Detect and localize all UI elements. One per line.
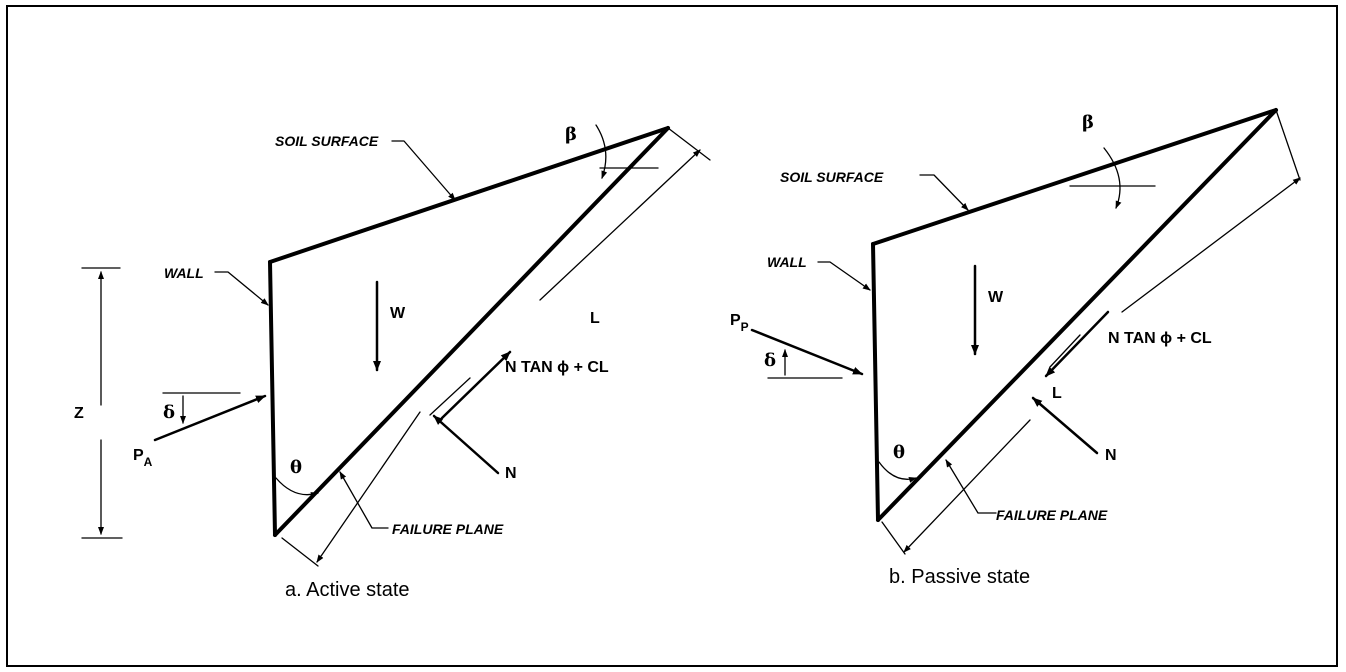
active-soil-surface-leader	[391, 140, 456, 201]
active-shear-shadow	[429, 377, 471, 416]
active-force-label: PA	[133, 447, 153, 469]
active-shear-label: N TAN ϕ + CL	[505, 359, 609, 376]
active-failure-plane-leader	[339, 471, 389, 529]
active-length-label: L	[590, 310, 600, 327]
passive-soil-surface-line	[871, 108, 1278, 246]
active-failure-plane-label: FAILURE PLANE	[392, 521, 504, 537]
active-failure-plane-line	[273, 126, 670, 537]
active-PA-arrow	[153, 394, 267, 442]
active-shear-arrow	[440, 350, 512, 420]
active-theta-arc	[275, 477, 319, 498]
active-caption: a. Active state	[285, 579, 410, 601]
passive-L-ext-top	[1275, 109, 1301, 181]
active-depth-label: Z	[74, 405, 84, 422]
passive-beta-arc	[1103, 147, 1122, 209]
active-wall-leader	[214, 271, 269, 306]
active-state-diagram: SOIL SURFACE WALL W L N TAN ϕ + CL N Z θ…	[74, 124, 711, 601]
figure-border	[6, 5, 1338, 667]
active-L-ext-bottom	[281, 537, 319, 567]
passive-L-dim-lower	[903, 419, 1031, 553]
passive-normal-label: N	[1105, 447, 1117, 464]
active-normal-label: N	[505, 465, 517, 482]
passive-force-label: PP	[730, 312, 749, 334]
active-theta-label: θ	[290, 457, 302, 478]
passive-L-ext-bottom	[881, 521, 906, 555]
active-wall-line	[268, 260, 277, 537]
active-weight-label: W	[390, 305, 406, 322]
active-L-dim-lower	[316, 411, 421, 563]
active-beta-label: β	[565, 124, 577, 145]
active-normal-arrow	[432, 414, 500, 475]
passive-PP-arrow	[750, 328, 864, 376]
passive-normal-arrow	[1031, 396, 1099, 455]
passive-state-diagram: SOIL SURFACE WALL W L N TAN ϕ + CL N θ β…	[730, 108, 1301, 588]
passive-failure-plane-line	[876, 108, 1278, 522]
active-soil-surface-line	[268, 126, 670, 264]
active-wall-label: WALL	[164, 265, 204, 281]
passive-failure-plane-label: FAILURE PLANE	[996, 507, 1108, 523]
passive-theta-label: θ	[893, 442, 905, 463]
passive-shear-arrow	[1044, 310, 1110, 378]
passive-theta-arc	[878, 461, 917, 483]
passive-delta-label: δ	[764, 350, 776, 371]
passive-soil-surface-label: SOIL SURFACE	[780, 169, 884, 185]
passive-length-label: L	[1052, 385, 1062, 402]
passive-shear-label: N TAN ϕ + CL	[1108, 330, 1212, 347]
passive-shear-shadow	[1049, 334, 1081, 368]
active-beta-arc	[595, 124, 608, 179]
active-delta-label: δ	[163, 402, 175, 423]
passive-wall-label: WALL	[767, 254, 807, 270]
passive-caption: b. Passive state	[889, 566, 1030, 588]
passive-failure-plane-leader	[945, 459, 997, 514]
active-L-ext-top	[667, 127, 711, 161]
passive-soil-surface-leader	[919, 174, 969, 211]
active-L-dim-upper	[539, 149, 701, 301]
passive-L-dim-upper	[1121, 177, 1301, 313]
passive-wall-leader	[817, 261, 871, 291]
passive-beta-label: β	[1082, 112, 1094, 133]
active-soil-surface-label: SOIL SURFACE	[275, 133, 379, 149]
passive-wall-line	[871, 242, 880, 522]
passive-weight-label: W	[988, 289, 1004, 306]
